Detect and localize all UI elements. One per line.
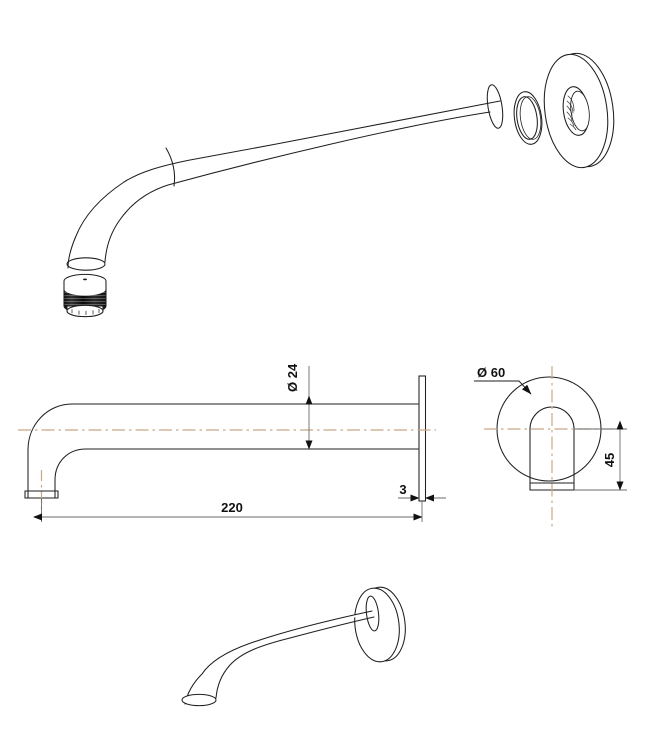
- part-wall-flange: [543, 52, 615, 169]
- view-side-elevation: Ø 24 220 3: [18, 363, 446, 522]
- assembled-tube-junction: [365, 595, 380, 632]
- part-spout-body: [66, 84, 504, 271]
- spout-seam-line: [165, 147, 176, 187]
- dimension-label-flange-diameter: Ø 60: [477, 365, 505, 380]
- side-spout-outline: [24, 403, 419, 499]
- dimension-spout-diameter: Ø 24: [285, 363, 313, 450]
- spout-tube-end-ellipse: [486, 84, 504, 129]
- dimension-flange-diameter: Ø 60: [474, 365, 532, 395]
- dimension-label-plate-thickness: 3: [399, 482, 406, 497]
- dimension-label-spout-diameter: Ø 24: [285, 363, 300, 392]
- part-aerator-cap: [63, 273, 107, 318]
- view-front-elevation: Ø 60 45: [474, 365, 627, 528]
- dimension-plate-thickness: 3: [398, 482, 446, 502]
- spout-outlet-ellipse: [66, 257, 106, 271]
- dimension-drop-height: 45: [574, 420, 627, 491]
- dimension-label-drop-height: 45: [602, 453, 617, 467]
- assembled-outlet-ellipse: [181, 693, 217, 707]
- view-exploded-isometric: [63, 52, 615, 318]
- dimension-projection: 220: [33, 498, 423, 522]
- view-assembled-isometric: [181, 586, 406, 707]
- part-o-ring: [513, 91, 543, 145]
- dimension-label-projection: 220: [221, 500, 243, 515]
